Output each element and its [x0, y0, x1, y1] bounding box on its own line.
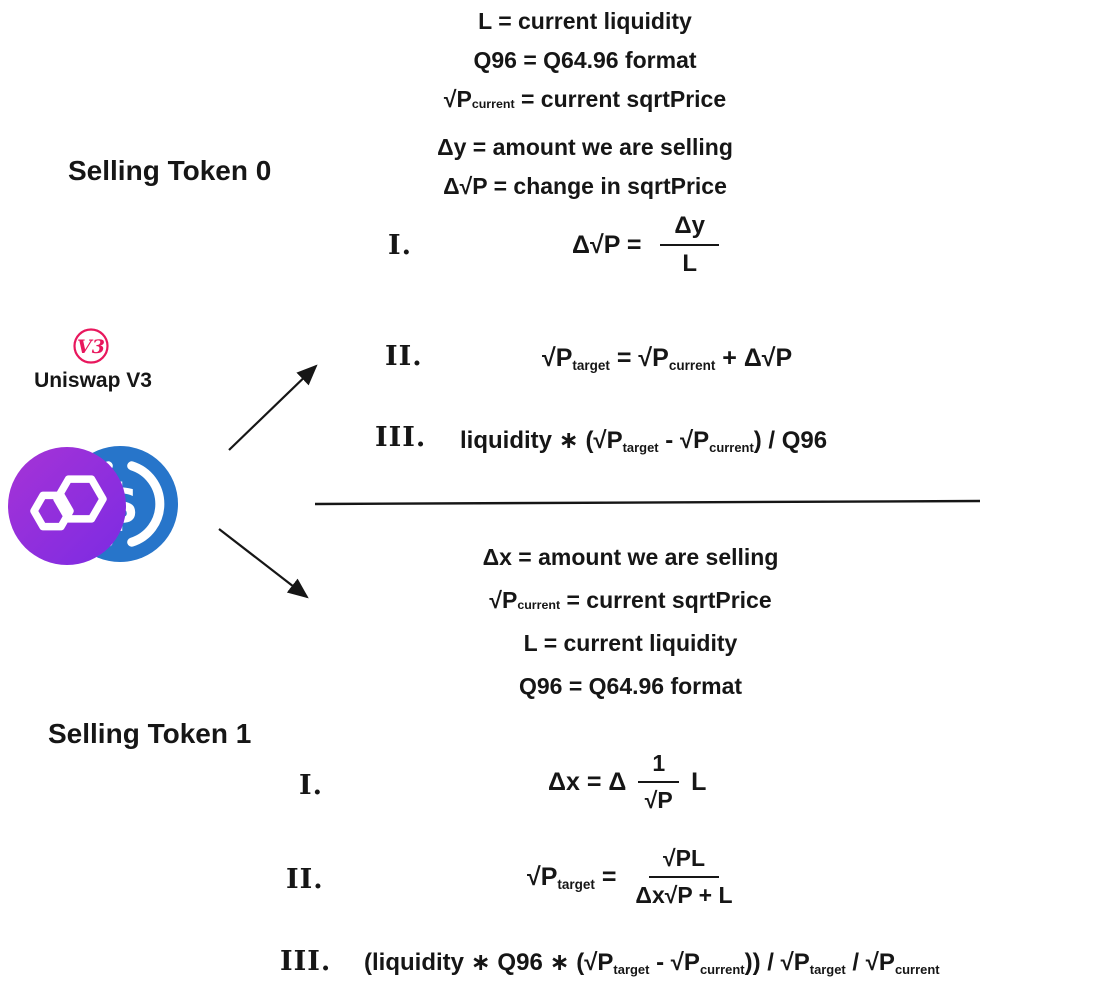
uniswap-v3-badge-icon: V3: [73, 328, 109, 364]
section-divider: [314, 499, 981, 506]
arrow-down-icon: [218, 528, 309, 599]
spacer: [385, 119, 785, 128]
formula-token1-iii: (liquidity ∗ Q96 ∗ (√Ptarget - √Pcurrent…: [364, 949, 940, 978]
formula-token0-i: Δ√P = Δy L: [572, 212, 725, 278]
fraction: Δy L: [660, 212, 720, 278]
definition-line: L = current liquidity: [523, 630, 738, 656]
definition-line: Δx = amount we are selling: [482, 544, 779, 570]
roman-numeral-3: III.: [375, 422, 427, 453]
selling-token0-label: Selling Token 0: [68, 155, 272, 186]
fraction-numerator: √PL: [648, 845, 719, 878]
formula-rhs: L: [691, 767, 707, 796]
arrow-up-icon: [228, 364, 318, 451]
roman-numeral-2: II.: [286, 864, 324, 895]
formula-token0-ii: √Ptarget = √Pcurrent + Δ√P: [542, 344, 793, 374]
definition-line: Q96 = Q64.96 format: [473, 47, 697, 73]
definition-line: L = current liquidity: [478, 8, 692, 34]
fraction-numerator: 1: [638, 750, 680, 783]
formula-lhs: √Ptarget =: [527, 862, 624, 892]
fraction: 1 √P: [638, 750, 680, 814]
formula-token1-i: Δx = Δ 1 √P L: [548, 750, 706, 814]
v3-badge-text: V3: [77, 336, 105, 358]
fraction-denominator: Δx√P + L: [635, 882, 733, 908]
fraction-numerator: Δy: [660, 212, 720, 246]
polygon-token-icon: [8, 447, 126, 565]
fraction-denominator: L: [682, 250, 698, 277]
definition-line: Δy = amount we are selling: [437, 134, 733, 160]
definition-line: Δ√P = change in sqrtPrice: [443, 173, 727, 199]
formula-token0-iii: liquidity ∗ (√Ptarget - √Pcurrent) / Q96: [460, 427, 828, 456]
formula-lhs: Δ√P =: [572, 230, 649, 259]
formula-token1-ii: √Ptarget = √PL Δx√P + L: [527, 845, 739, 909]
roman-numeral-1: I.: [299, 770, 324, 801]
token0-definitions: L = current liquidity Q96 = Q64.96 forma…: [385, 2, 785, 206]
fraction-denominator: √P: [644, 787, 673, 813]
roman-numeral-2: II.: [385, 341, 423, 372]
roman-numeral-3: III.: [280, 946, 332, 977]
selling-token1-label: Selling Token 1: [48, 718, 252, 749]
definition-line: Q96 = Q64.96 format: [518, 673, 743, 699]
fraction: √PL Δx√P + L: [635, 845, 732, 909]
roman-numeral-1: I.: [388, 230, 413, 261]
formula-lhs: Δx = Δ: [548, 767, 627, 796]
uniswap-label: Uniswap V3: [34, 369, 152, 392]
